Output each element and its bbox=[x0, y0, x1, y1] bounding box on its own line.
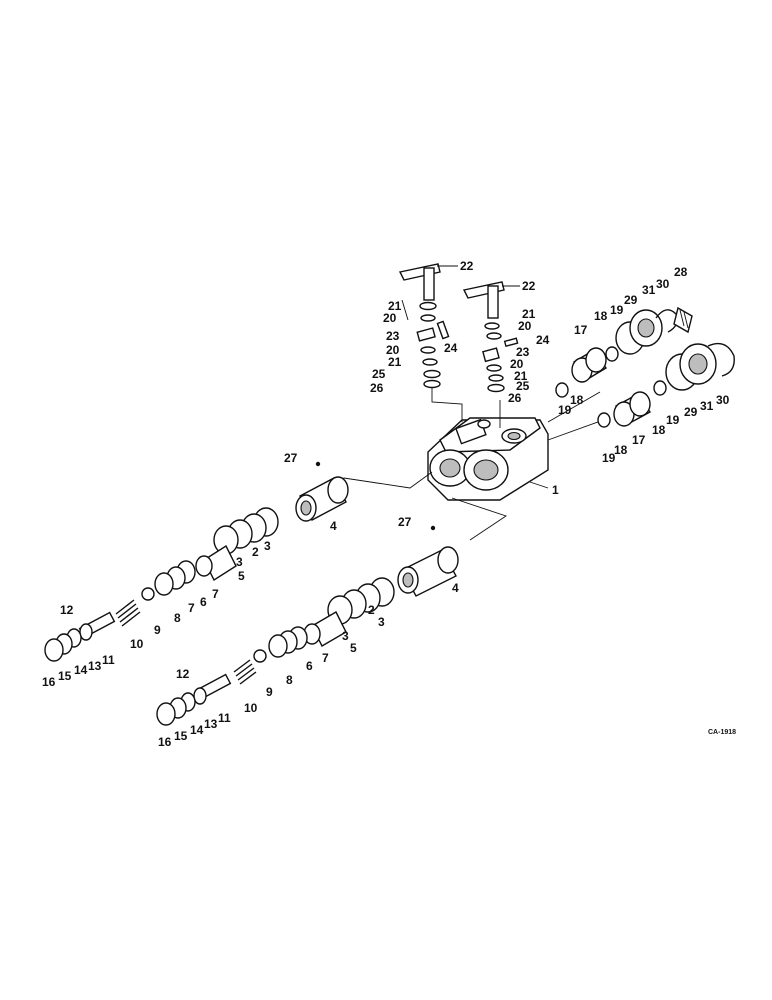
callout-24: 24 bbox=[536, 333, 550, 347]
callout-26: 26 bbox=[370, 381, 384, 395]
callout-31: 31 bbox=[642, 283, 656, 297]
callout-7: 7 bbox=[188, 601, 195, 615]
callout-6: 6 bbox=[200, 595, 207, 609]
callout-2: 2 bbox=[252, 545, 259, 559]
callout-19: 19 bbox=[610, 303, 624, 317]
callout-18: 18 bbox=[594, 309, 608, 323]
callout-1: 1 bbox=[552, 483, 559, 497]
callout-4: 4 bbox=[452, 581, 459, 595]
callout-18: 18 bbox=[652, 423, 666, 437]
callout-15: 15 bbox=[174, 729, 188, 743]
callout-10: 10 bbox=[244, 701, 258, 715]
callout-27: 27 bbox=[398, 515, 412, 529]
callout-31: 31 bbox=[700, 399, 714, 413]
callout-20: 20 bbox=[386, 343, 400, 357]
callout-12: 12 bbox=[60, 603, 74, 617]
callout-20: 20 bbox=[510, 357, 524, 371]
valve-body bbox=[427, 417, 549, 501]
callout-25: 25 bbox=[516, 379, 530, 393]
callout-3: 3 bbox=[236, 555, 243, 569]
callout-3: 3 bbox=[264, 539, 271, 553]
callout-23: 23 bbox=[516, 345, 530, 359]
callout-21: 21 bbox=[388, 299, 402, 313]
callout-10: 10 bbox=[130, 637, 144, 651]
callout-4: 4 bbox=[330, 519, 337, 533]
callout-21: 21 bbox=[522, 307, 536, 321]
callout-20: 20 bbox=[383, 311, 397, 325]
callout-20: 20 bbox=[518, 319, 532, 333]
callout-18: 18 bbox=[570, 393, 584, 407]
callout-7: 7 bbox=[322, 651, 329, 665]
callout-8: 8 bbox=[174, 611, 181, 625]
callout-11: 11 bbox=[218, 711, 231, 725]
callout-28: 28 bbox=[674, 265, 688, 279]
callout-21: 21 bbox=[514, 369, 528, 383]
callout-22: 22 bbox=[522, 279, 536, 293]
callout-9: 9 bbox=[266, 685, 273, 699]
callout-7: 7 bbox=[212, 587, 219, 601]
callout-24: 24 bbox=[444, 341, 458, 355]
callout-30: 30 bbox=[656, 277, 670, 291]
callout-17: 17 bbox=[574, 323, 588, 337]
callout-13: 13 bbox=[204, 717, 218, 731]
callout-25: 25 bbox=[372, 367, 386, 381]
callout-5: 5 bbox=[350, 641, 357, 655]
callout-12: 12 bbox=[176, 667, 190, 681]
callout-30: 30 bbox=[716, 393, 730, 407]
callout-2: 2 bbox=[368, 603, 375, 617]
callout-5: 5 bbox=[238, 569, 245, 583]
callout-15: 15 bbox=[58, 669, 72, 683]
callout-13: 13 bbox=[88, 659, 102, 673]
lower-spool-assembly bbox=[156, 525, 459, 726]
upper-right-end-cap bbox=[555, 306, 693, 398]
right-valve-stem-group bbox=[462, 281, 519, 393]
callout-17: 17 bbox=[632, 433, 646, 447]
callout-14: 14 bbox=[190, 723, 204, 737]
callout-3: 3 bbox=[378, 615, 385, 629]
callout-21: 21 bbox=[388, 355, 402, 369]
callout-19: 19 bbox=[558, 403, 572, 417]
left-valve-stem-group bbox=[398, 263, 450, 389]
callout-16: 16 bbox=[158, 735, 172, 749]
callout-27: 27 bbox=[284, 451, 298, 465]
callout-19: 19 bbox=[602, 451, 616, 465]
callout-8: 8 bbox=[286, 673, 293, 687]
callout-18: 18 bbox=[614, 443, 628, 457]
upper-spool-assembly bbox=[44, 461, 349, 662]
callout-9: 9 bbox=[154, 623, 161, 637]
callout-16: 16 bbox=[42, 675, 56, 689]
callout-29: 29 bbox=[684, 405, 698, 419]
lower-right-end-cap bbox=[597, 342, 735, 428]
callout-3: 3 bbox=[342, 629, 349, 643]
callout-19: 19 bbox=[666, 413, 680, 427]
callout-26: 26 bbox=[508, 391, 522, 405]
callout-23: 23 bbox=[386, 329, 400, 343]
callout-14: 14 bbox=[74, 663, 88, 677]
callout-6: 6 bbox=[306, 659, 313, 673]
figure-code: CA-1918 bbox=[708, 729, 736, 736]
callout-29: 29 bbox=[624, 293, 638, 307]
callout-22: 22 bbox=[460, 259, 474, 273]
callout-11: 11 bbox=[102, 653, 115, 667]
part-callouts: 22 22 21 20 23 24 20 21 25 26 21 20 24 2… bbox=[42, 259, 736, 749]
